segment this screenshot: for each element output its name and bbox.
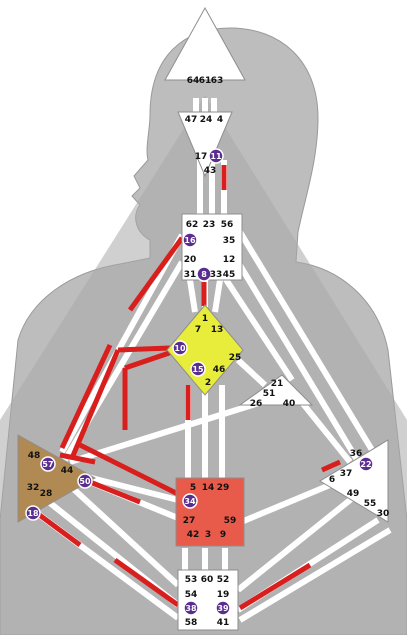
gate-49: 49 [347,489,360,499]
gate-48: 48 [28,451,41,461]
gate-38: 38 [185,604,197,613]
gate-29: 29 [217,483,230,493]
gate-17: 17 [195,152,208,162]
gate-6: 6 [329,475,335,485]
gate-35: 35 [223,236,236,246]
activation-10 [118,348,170,350]
gate-56: 56 [221,220,234,230]
gate-50: 50 [79,477,91,486]
gate-34: 34 [184,497,196,506]
gate-27: 27 [183,516,196,526]
gate-63: 63 [211,76,224,86]
gate-46: 46 [213,365,226,375]
gate-36: 36 [350,449,363,459]
gate-62: 62 [186,220,199,230]
gate-44: 44 [61,466,74,476]
gate-12: 12 [223,255,236,265]
gate-25: 25 [229,353,242,363]
gate-59: 59 [224,516,237,526]
gate-16: 16 [184,236,196,245]
gate-3: 3 [205,530,211,540]
gate-1: 1 [202,314,208,324]
gate-23: 23 [203,220,216,230]
gate-40: 40 [283,399,296,409]
gate-13: 13 [211,325,224,335]
gate-5: 5 [190,483,196,493]
gate-7: 7 [195,325,201,335]
gate-32: 32 [27,483,40,493]
gate-61: 61 [199,76,212,86]
gate-57: 57 [42,460,53,469]
gate-20: 20 [184,255,197,265]
gate-53: 53 [185,575,198,585]
gate-22: 22 [360,460,371,469]
gate-19: 19 [217,590,230,600]
gate-33: 33 [210,270,223,280]
gate-64: 64 [187,76,200,86]
gate-51: 51 [263,389,276,399]
gate-10: 10 [174,344,186,353]
gate-37: 37 [340,469,353,479]
gate-43: 43 [204,166,217,176]
gate-21: 21 [271,379,284,389]
gate-54: 54 [185,590,198,600]
gate-58: 58 [185,618,198,628]
gate-18: 18 [27,509,39,518]
gate-47: 47 [185,115,198,125]
gate-41: 41 [217,618,230,628]
gate-11: 11 [210,152,222,161]
gate-15: 15 [192,365,204,374]
gate-2: 2 [205,378,211,388]
gate-26: 26 [250,399,263,409]
gate-39: 39 [217,604,229,613]
gate-9: 9 [220,530,226,540]
gate-14: 14 [202,483,215,493]
gate-55: 55 [364,499,377,509]
gate-30: 30 [377,509,390,519]
gate-4: 4 [217,115,223,125]
gate-24: 24 [200,115,213,125]
gate-60: 60 [201,575,214,585]
gate-45: 45 [223,270,236,280]
gate-42: 42 [187,530,200,540]
gate-31: 31 [184,270,197,280]
gate-28: 28 [40,489,53,499]
gate-52: 52 [217,575,230,585]
gate-8: 8 [201,270,207,279]
